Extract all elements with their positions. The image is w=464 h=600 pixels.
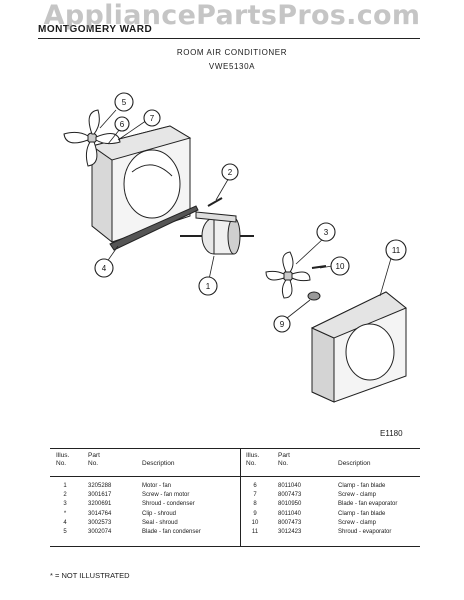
- table-cell-desc: Shroud - condenser: [142, 501, 195, 508]
- table-cell-part: 3002074: [88, 529, 112, 535]
- evaporator-clamp-drawing: [307, 291, 321, 301]
- callout-10: [330, 256, 350, 276]
- callout-6: [114, 116, 130, 132]
- callout-label-10: 10: [336, 262, 345, 271]
- table-cell-illus: 11: [251, 529, 259, 535]
- table-cell-part: 8007473: [278, 492, 302, 499]
- table-cell-part: 3012423: [278, 529, 302, 535]
- table-cell-part: 3200691: [88, 501, 112, 508]
- table-cell-illus: 10: [251, 519, 259, 526]
- table-cell-desc: Blade - fan condenser: [142, 529, 201, 535]
- callout-1: [198, 276, 218, 296]
- callout-11: [385, 239, 407, 261]
- footnote: * = NOT ILLUSTRATED: [50, 571, 130, 580]
- callout-3: [316, 222, 336, 242]
- header-illus-right: Illus.No.: [246, 452, 260, 467]
- table-header-rule: [50, 476, 420, 477]
- table-center-rule: [240, 448, 241, 546]
- callout-7: [143, 109, 161, 127]
- table-cell-part: 8007473: [278, 519, 302, 526]
- table-cell-illus: 4: [63, 519, 67, 526]
- page-title: ROOM AIR CONDITIONER: [176, 48, 288, 57]
- table-cell-desc: Screw - clamp: [338, 492, 377, 499]
- callout-2: [221, 163, 239, 181]
- table-cell-illus: 6: [253, 483, 257, 489]
- table-cell-desc: Shroud - evaporator: [338, 529, 392, 535]
- table-cell-illus: 2: [63, 492, 67, 499]
- callout-5: [114, 92, 134, 112]
- table-cell-illus: 5: [63, 529, 67, 535]
- table-cell-illus: 9: [253, 510, 257, 517]
- table-cell-illus: 7: [253, 492, 257, 499]
- fan-motor-drawing: [180, 211, 254, 255]
- brand-label: MONTGOMERY WARD: [38, 24, 153, 35]
- evaporator-fan-blade-drawing: [265, 251, 311, 299]
- model-number: VWE5130A: [208, 62, 256, 71]
- exploded-parts-diagram: 5 6 7 2 3 10 9 11 4 1: [63, 92, 407, 403]
- fan-motor-screw-drawing: [207, 197, 223, 207]
- table-cell-illus: 8: [253, 501, 257, 508]
- header-desc-left: Description: [142, 460, 175, 467]
- callout-label-2: 2: [228, 168, 233, 177]
- table-cell-part: 8011040: [278, 483, 301, 489]
- table-cell-illus: 1: [63, 483, 67, 489]
- table-cell-part: 3014764: [88, 510, 112, 517]
- callout-label-7: 7: [150, 114, 155, 123]
- header: MONTGOMERY WARD AppliancePartsPros.com: [0, 0, 464, 42]
- table-cell-part: 8010950: [278, 501, 302, 508]
- figure-code: E1180: [380, 429, 403, 438]
- table-cell-desc: Screw - clamp: [338, 519, 377, 526]
- callout-label-6: 6: [120, 120, 125, 129]
- table-cell-desc: Clamp - fan blade: [338, 483, 386, 489]
- callout-label-3: 3: [324, 228, 329, 237]
- table-cell-desc: Seal - shroud: [142, 519, 178, 526]
- watermark: AppliancePartsPros.com: [43, 0, 421, 31]
- condenser-shroud-drawing: [90, 125, 192, 244]
- table-cell-desc: Clamp - fan blade: [338, 510, 386, 517]
- table-cell-part: 3002573: [88, 519, 112, 526]
- callout-label-1: 1: [206, 282, 211, 291]
- callout-label-11: 11: [392, 246, 401, 255]
- table-cell-part: 8011040: [278, 510, 301, 517]
- table-cell-illus: *: [63, 510, 67, 517]
- table-cell-part: 3205288: [88, 483, 112, 489]
- shroud-seal-drawing: [109, 205, 199, 251]
- evaporator-shroud-drawing: [310, 291, 407, 403]
- header-illus-left: Illus.No.: [56, 452, 70, 467]
- header-rule: [38, 38, 420, 39]
- callout-label-9: 9: [280, 320, 285, 329]
- table-cell-illus: 3: [63, 501, 67, 508]
- table-cell-desc: Screw - fan motor: [142, 492, 190, 499]
- header-desc-right: Description: [338, 460, 371, 467]
- table-cell-desc: Blade - fan evaporator: [338, 501, 398, 508]
- table-cell-part: 3001617: [88, 492, 112, 499]
- callout-9: [273, 315, 291, 333]
- table-cell-desc: Clip - shroud: [142, 510, 177, 517]
- callout-label-5: 5: [122, 98, 127, 107]
- callout-label-4: 4: [102, 264, 107, 273]
- table-bottom-rule: [50, 546, 420, 547]
- evaporator-screw-drawing: [311, 265, 327, 269]
- table-top-rule: [50, 448, 420, 449]
- table-cell-desc: Motor - fan: [142, 483, 172, 489]
- callout-4: [94, 258, 114, 278]
